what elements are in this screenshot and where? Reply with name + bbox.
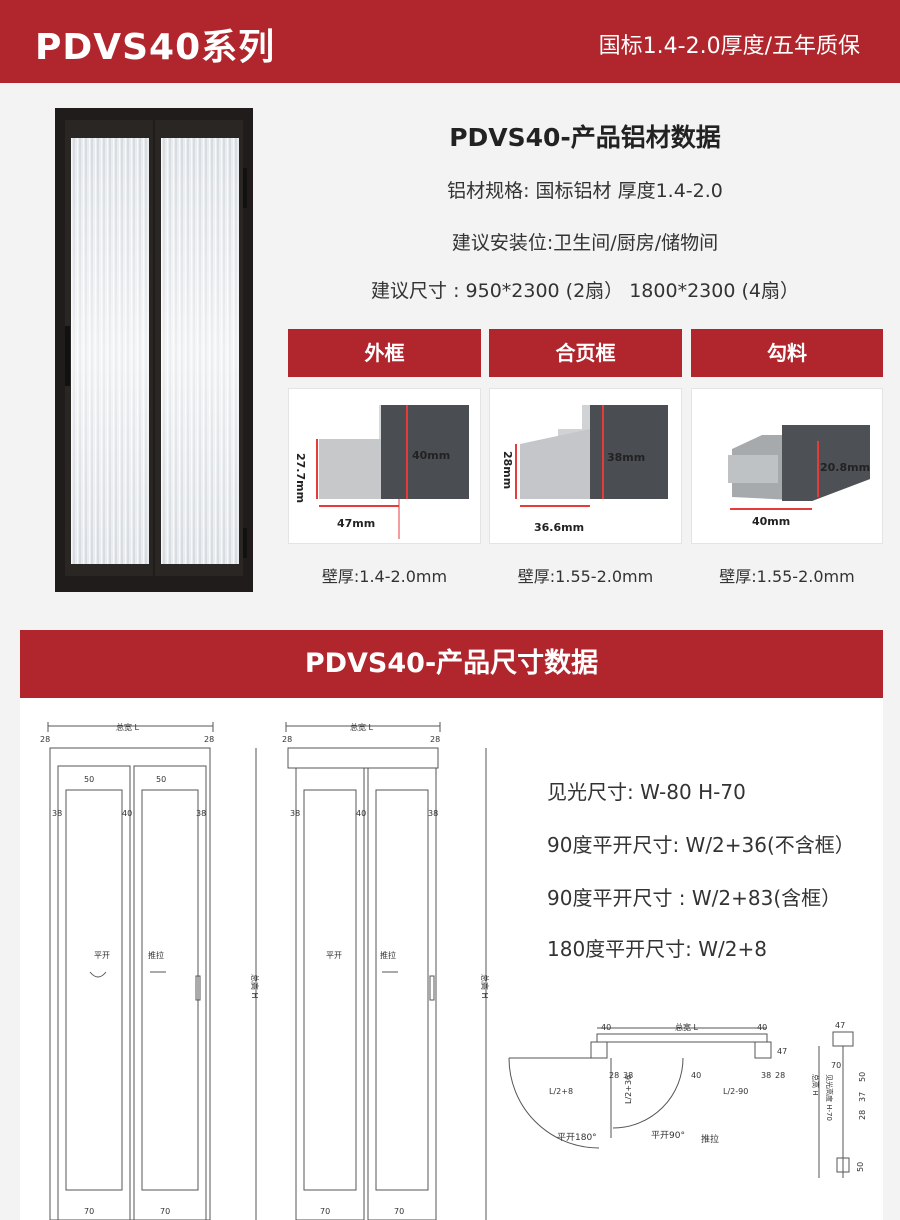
brand-title: PDVS40系列	[35, 27, 276, 68]
swing-label-2: 平开	[326, 951, 342, 960]
plan-28-left: 28	[609, 1071, 619, 1080]
outer-h-label: 27.7mm	[294, 453, 307, 503]
elevation-drawing-1: 总宽 L 28 28 50 50 38 40 38 平开 推拉 总高 H 70 …	[40, 722, 260, 1220]
thickness-hinge-frame: 壁厚:1.55-2.0mm	[517, 567, 654, 586]
plan-38-right: 38	[761, 1071, 771, 1080]
outer-d-label: 40mm	[412, 449, 450, 462]
plan-40-left: 40	[601, 1023, 611, 1032]
frame-label-right-2: 28	[430, 735, 440, 744]
stile-label-left: 38	[52, 809, 62, 818]
outer-frame-profile: 27.7mm 40mm 47mm	[294, 405, 469, 539]
dim-90-no-frame: 90度平开尺寸: W/2+36(不含框）	[547, 833, 855, 857]
plan-w2: L/2+36	[624, 1075, 633, 1104]
plan-40-mid: 40	[691, 1071, 701, 1080]
outer-w-label: 47mm	[337, 517, 375, 530]
swing-label: 平开	[94, 951, 110, 960]
hook-profile: 20.8mm 40mm	[728, 425, 870, 528]
hinge-d-label: 38mm	[607, 451, 645, 464]
hinge-frame-profile: 28mm 38mm 36.6mm	[501, 405, 668, 534]
swing-180-label: 平开180°	[557, 1132, 597, 1143]
plan-38-left: 38	[623, 1071, 633, 1080]
total-height-label: 总高 H	[250, 974, 260, 999]
spec-size: 建议尺寸 : 950*2300 (2扇） 1800*2300 (4扇）	[371, 280, 799, 302]
dim-180: 180度平开尺寸: W/2+8	[547, 937, 767, 961]
stile-label-right-2: 38	[428, 809, 438, 818]
total-height-label-2: 总高 H	[480, 974, 490, 999]
plan-40-right: 40	[757, 1023, 767, 1032]
push-label-2: 推拉	[380, 950, 396, 960]
part-image-outer-frame: 27.7mm 40mm 47mm	[288, 388, 481, 544]
bottom-rail-label-left-2: 70	[320, 1207, 330, 1216]
dimensions-title: PDVS40-产品尺寸数据	[20, 630, 883, 698]
section-47: 47	[835, 1021, 845, 1030]
section-view-drawing: 47 70 50 37 28 总高 H 见光高度 H-70 50	[811, 1021, 867, 1178]
spec-material: 铝材规格: 国标铝材 厚度1.4-2.0	[447, 180, 723, 202]
mid-label: 40	[122, 809, 132, 818]
part-image-hook: 20.8mm 40mm	[691, 388, 883, 544]
mid-label-2: 40	[356, 809, 366, 818]
plan-push-label: 推拉	[701, 1133, 719, 1145]
top-rail-label-right: 50	[156, 775, 166, 784]
tagline: 国标1.4-2.0厚度/五年质保	[598, 34, 860, 59]
header-bar: PDVS40系列 国标1.4-2.0厚度/五年质保	[0, 0, 900, 83]
bottom-rail-label-left: 70	[84, 1207, 94, 1216]
plan-view-drawing: 总宽 L 40 40 28 38 40 38 28 47 L/2+8 L/2+3…	[508, 1022, 787, 1149]
door-illustration	[55, 108, 253, 592]
section-visible-height: 见光高度 H-70	[825, 1074, 834, 1121]
section-total-height: 总高 H	[811, 1074, 820, 1096]
thickness-hook: 壁厚:1.55-2.0mm	[719, 567, 855, 586]
hinge-h-label: 28mm	[501, 451, 514, 489]
stile-label-left-2: 38	[290, 809, 300, 818]
elevation-drawing-2: 总宽 L 28 28 38 40 38 平开 推拉 总高 H 70 70	[282, 722, 490, 1220]
dim-visible-size: 见光尺寸: W-80 H-70	[547, 780, 746, 804]
dim-90-with-frame: 90度平开尺寸 : W/2+83(含框）	[547, 886, 842, 910]
section-50-bottom: 50	[856, 1162, 865, 1172]
section-70: 70	[831, 1061, 841, 1070]
plan-total-width: 总宽 L	[675, 1022, 699, 1032]
total-width-label: 总宽 L	[116, 722, 140, 732]
frame-label-right: 28	[204, 735, 214, 744]
section-50: 50	[858, 1072, 867, 1082]
total-width-label-2: 总宽 L	[350, 722, 374, 732]
push-label: 推拉	[148, 950, 164, 960]
hook-w-label: 40mm	[752, 515, 790, 528]
spec-location: 建议安装位:卫生间/厨房/储物间	[451, 232, 719, 254]
part-head-hook: 勾料	[691, 329, 883, 377]
plan-w3: L/2-90	[723, 1087, 748, 1096]
section-37: 37	[858, 1092, 867, 1102]
door-photo	[55, 108, 253, 592]
frame-label-left: 28	[40, 735, 50, 744]
plan-28-right: 28	[775, 1071, 785, 1080]
plan-47: 47	[777, 1047, 787, 1056]
swing-90-label: 平开90°	[651, 1130, 685, 1141]
spec-title: PDVS40-产品铝材数据	[449, 123, 721, 152]
top-rail-label-left: 50	[84, 775, 94, 784]
section-28: 28	[858, 1110, 867, 1120]
part-head-outer-frame: 外框	[288, 329, 481, 377]
hinge-w-label: 36.6mm	[534, 521, 584, 534]
part-head-hinge-frame: 合页框	[489, 329, 682, 377]
thickness-outer-frame: 壁厚:1.4-2.0mm	[321, 567, 448, 586]
bottom-rail-label-right: 70	[160, 1207, 170, 1216]
bottom-rail-label-right-2: 70	[394, 1207, 404, 1216]
plan-w1: L/2+8	[549, 1087, 573, 1096]
hook-h-label: 20.8mm	[820, 461, 870, 474]
frame-label-left-2: 28	[282, 735, 292, 744]
stile-label-right: 38	[196, 809, 206, 818]
part-image-hinge-frame: 28mm 38mm 36.6mm	[489, 388, 682, 544]
dimensions-card: PDVS40-产品尺寸数据 总宽 L 28 28 50 50 38 40 38 …	[20, 630, 883, 1220]
